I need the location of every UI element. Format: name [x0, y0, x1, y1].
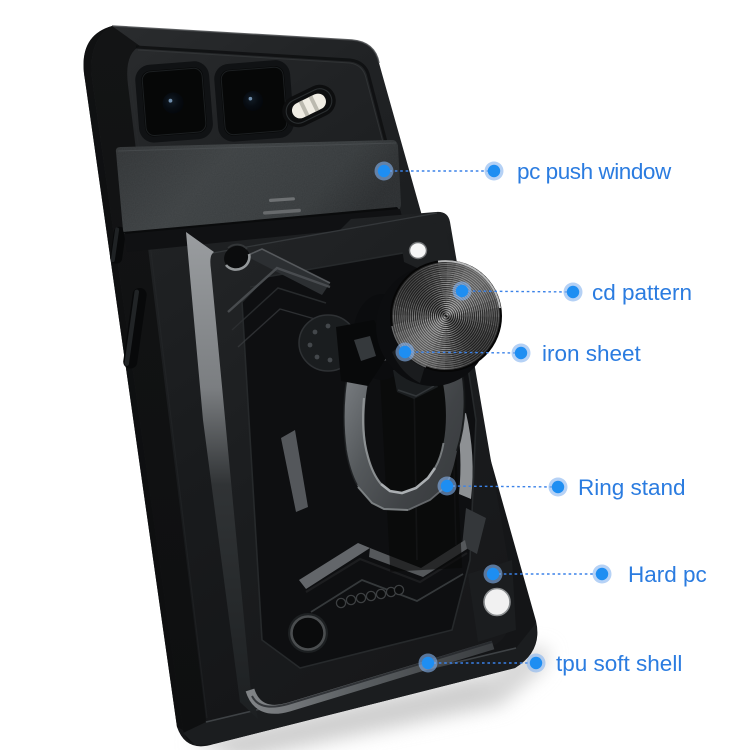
svg-text:iron sheet: iron sheet [542, 341, 642, 366]
svg-text:Hard pc: Hard pc [628, 562, 707, 587]
svg-text:tpu soft shell: tpu soft shell [556, 651, 682, 676]
svg-text:pc push window: pc push window [517, 159, 672, 184]
svg-text:cd pattern: cd pattern [592, 280, 692, 305]
svg-text:Ring stand: Ring stand [578, 475, 686, 500]
